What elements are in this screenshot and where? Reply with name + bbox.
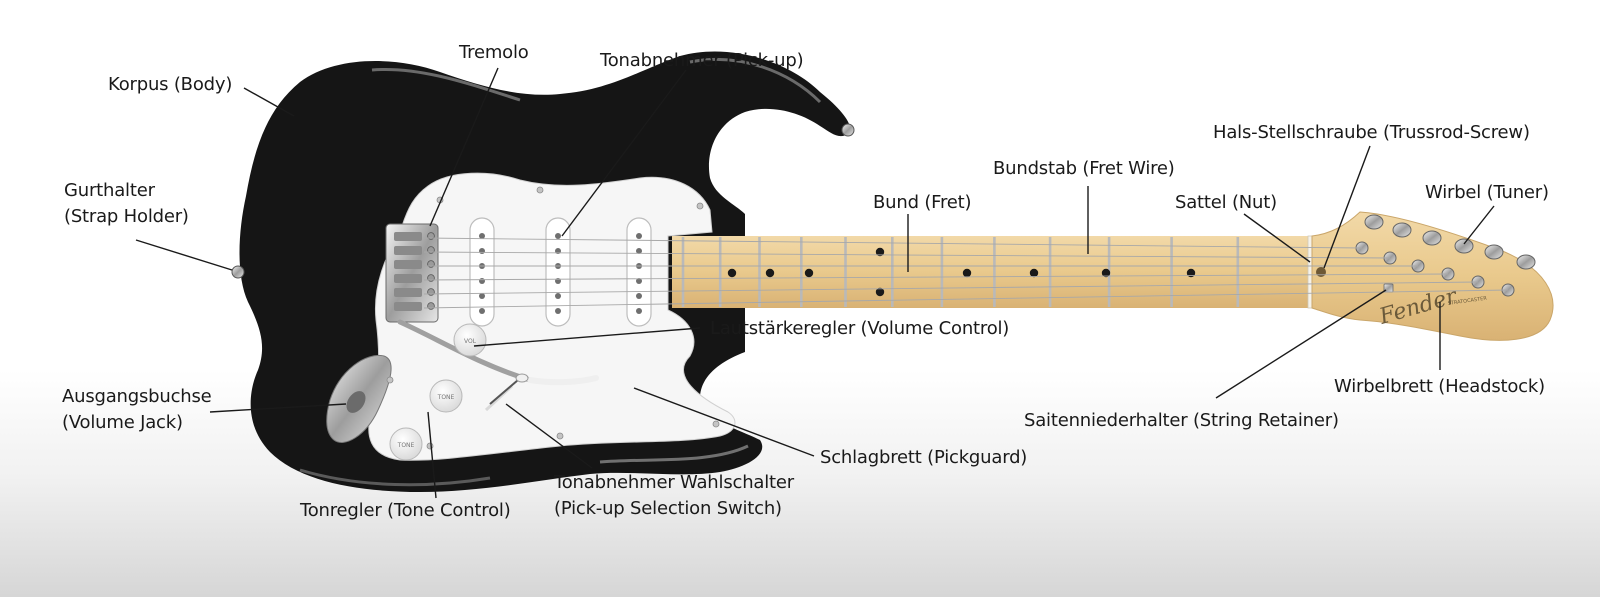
volume-knob-label: VOL (464, 338, 477, 345)
output-jack-socket (346, 391, 366, 413)
leader-tone (427, 411, 437, 499)
label-headstock: Wirbelbrett (Headstock) (1334, 376, 1545, 397)
leader-tremolo (429, 67, 499, 227)
leader-korpus (243, 87, 295, 117)
tone-knob-upper-label: TONE (437, 394, 455, 401)
bridge-pickup (469, 217, 495, 327)
leader-pickup (561, 69, 687, 237)
leader-volume (473, 327, 701, 347)
pickguard-screws (386, 186, 720, 450)
fret-markers (727, 247, 1196, 297)
body-bevel-lower-horn (599, 444, 749, 464)
tone-knob-lower-label: TONE (397, 442, 415, 449)
label-tone-control: Tonregler (Tone Control) (300, 500, 511, 521)
label-korpus: Korpus (Body) (108, 74, 233, 95)
tone-knob-upper: TONE (429, 379, 463, 413)
label-tremolo: Tremolo (459, 42, 529, 63)
leader-selector (505, 403, 593, 469)
frets (681, 237, 1240, 307)
leader-pickguard (633, 387, 815, 457)
tremolo-arm-tip (527, 375, 599, 386)
strings (423, 237, 1509, 309)
headstock-model: STRATOCASTER (1447, 295, 1487, 306)
label-fret: Bund (Fret) (873, 192, 972, 213)
leader-nut (1243, 213, 1311, 263)
label-fret-wire: Bundstab (Fret Wire) (993, 158, 1175, 179)
label-nut: Sattel (Nut) (1175, 192, 1277, 213)
body-bevel-horn (689, 57, 822, 104)
bridge-saddles (394, 232, 422, 311)
trussrod-screw (1316, 267, 1326, 277)
pickup-selector-switch (484, 373, 529, 412)
label-strap-holder: Gurthalter(Strap Holder) (64, 180, 189, 227)
label-selector-switch: Tonabnehmer Wahlschalter(Pick-up Selecti… (554, 472, 794, 519)
headstock-shape (1311, 211, 1554, 341)
strap-button-top (841, 123, 855, 137)
leader-tuner (1463, 205, 1495, 245)
leader-trussrod (1323, 145, 1371, 269)
body-bevel-bottom (299, 468, 491, 487)
label-trussrod: Hals-Stellschraube (Trussrod-Screw) (1213, 122, 1530, 143)
tuners (1355, 214, 1536, 297)
body-bevel-top (371, 67, 521, 102)
strap-button-end (231, 265, 245, 279)
volume-knob: VOL (453, 323, 487, 357)
middle-pickup (545, 217, 571, 327)
label-pickup: Tonabnehmer (Pick-up) (600, 50, 804, 71)
label-volume-control: Lautstärkeregler (Volume Control) (710, 318, 1010, 339)
leader-strap (135, 239, 233, 271)
label-output-jack: Ausgangsbuchse(Volume Jack) (62, 386, 212, 433)
leader-lines (135, 67, 1495, 499)
leader-retainer (1215, 289, 1387, 399)
leader-jack (209, 403, 347, 413)
label-string-retainer: Saitenniederhalter (String Retainer) (1024, 410, 1339, 431)
neck-fretboard (672, 236, 1312, 308)
neck-pickup (626, 217, 652, 327)
label-tuner: Wirbel (Tuner) (1425, 182, 1549, 203)
label-pickguard: Schlagbrett (Pickguard) (820, 447, 1028, 468)
tone-knob-lower: TONE (389, 427, 423, 461)
